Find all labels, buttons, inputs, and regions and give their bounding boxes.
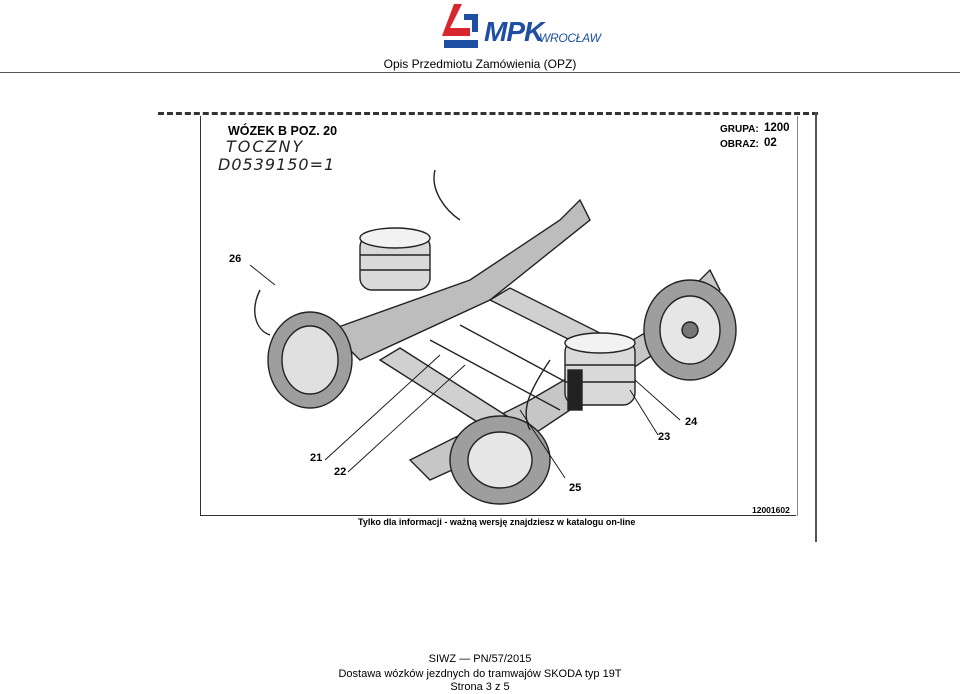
footer-page-number: Strona 3 z 5 — [450, 681, 510, 693]
footer-description: Dostawa wózków jezdnych do tramwajów SKO… — [338, 668, 622, 680]
callout-26: 26 — [229, 253, 242, 265]
callout-24: 24 — [685, 416, 698, 428]
group-label: GRUPA: — [720, 124, 759, 135]
mpk-wroclaw-logo: MPK WROCŁAW — [440, 2, 601, 50]
bogie-technical-drawing — [249, 169, 737, 505]
sheet-title: WÓZEK B POZ. 20 — [228, 124, 338, 138]
footer-reference: SIWZ — PN/57/2015 — [428, 653, 532, 665]
sheet-right-edge — [815, 112, 817, 542]
header-divider — [0, 72, 960, 73]
callout-25: 25 — [569, 482, 582, 494]
drawing-reference-code: 12001602 — [752, 505, 790, 515]
drawing-frame-right-edge — [797, 116, 798, 516]
information-disclaimer: Tylko dla informacji - ważną wersję znaj… — [358, 517, 636, 527]
sheet-top-dashed-edge — [158, 112, 818, 116]
mpk-logo-mark-icon — [442, 4, 478, 48]
logo-brand-text: MPK — [484, 16, 544, 47]
image-value: 02 — [764, 137, 777, 149]
document-header-title: Opis Przedmiotu Zamówienia (OPZ) — [383, 57, 577, 71]
logo-city-text: WROCŁAW — [539, 31, 601, 45]
handwritten-note-2: D0539150=1 — [218, 155, 336, 174]
callout-21: 21 — [310, 452, 323, 464]
callout-23: 23 — [658, 431, 671, 443]
image-label: OBRAZ: — [720, 139, 759, 150]
handwritten-note-1: TOCZNY — [226, 137, 305, 156]
drawing-frame — [200, 116, 796, 516]
callout-22: 22 — [334, 466, 347, 478]
group-value: 1200 — [764, 122, 790, 134]
